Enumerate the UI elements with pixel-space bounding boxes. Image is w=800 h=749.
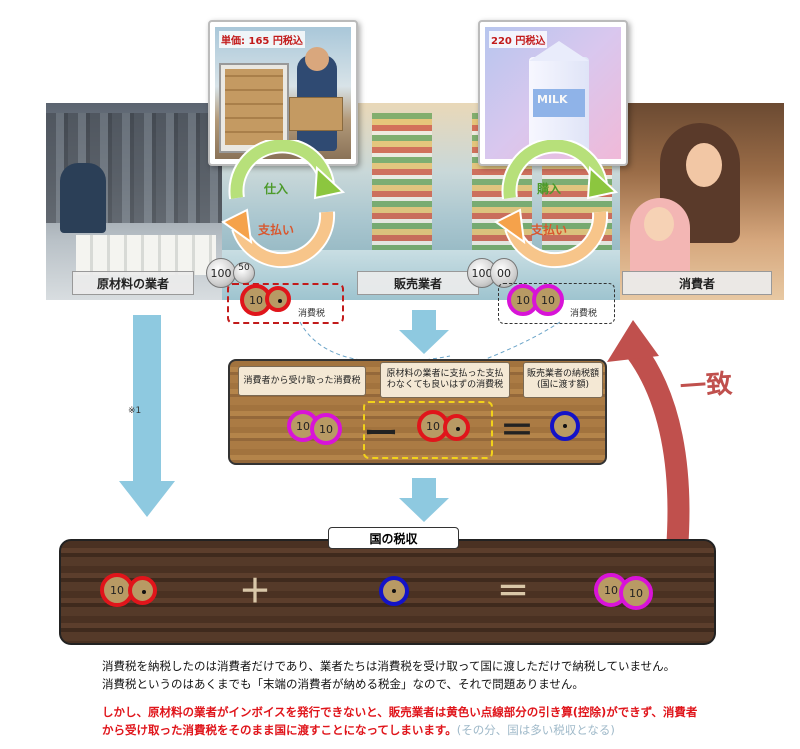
milk-carton-photo: MILK 220 円税込	[485, 27, 621, 159]
cycle-right-top: 購入	[537, 182, 562, 196]
coin-10-mag-top-2: 10	[532, 284, 564, 316]
warn-line-1: しかし、原材料の業者がインボイスを発行できないと、販売業者は黄色い点線部分の引き…	[102, 705, 698, 719]
left-price-label: 単価: 165 円税込	[219, 31, 305, 48]
truck-inset: 単価: 165 円税込	[208, 20, 358, 166]
calc-header-2: 原材料の業者に支払った支払 わなくても良いはずの消費税	[380, 362, 510, 398]
calc-header-3: 販売業者の納税額 (国に渡す額)	[523, 362, 603, 398]
equals-op-bottom: ＝	[497, 572, 530, 610]
blue-arrow-mid-top	[399, 310, 449, 354]
blue-arrow-left	[119, 315, 175, 517]
home-photo	[620, 103, 784, 300]
coin-00-right: 00	[490, 258, 518, 288]
supplier-tax-box	[227, 283, 344, 324]
coin-5-red-bottom	[128, 576, 157, 605]
deduction-box	[363, 401, 493, 459]
label-supplier: 原材料の業者	[72, 271, 194, 295]
icchi-label: 一致	[679, 369, 734, 403]
cycle-left-top: 仕入	[264, 182, 289, 196]
cycle-right-bottom: 支払い	[531, 223, 568, 237]
tax-label-left: 消費税	[298, 309, 326, 319]
coin-50-left: 50	[233, 262, 255, 284]
coin-10-mag-mid-2: 10	[310, 413, 342, 445]
factory-photo	[46, 103, 222, 300]
national-revenue-title: 国の税収	[328, 527, 459, 549]
plus-op: ＋	[239, 572, 272, 610]
warn-note: (その分、国は多い税収となる)	[456, 723, 615, 737]
body-line-2: 消費税というのはあくまでも「末端の消費者が納める税金」なので、それで問題ありませ…	[102, 677, 584, 691]
calc-header-1: 消費者から受け取った消費税	[238, 366, 366, 396]
cycle-left-arrows	[221, 140, 346, 269]
minus-op: ー	[364, 414, 398, 454]
coin-5-red-mid	[443, 414, 470, 441]
truck-photo: 単価: 165 円税込	[215, 27, 351, 159]
milk-inset: MILK 220 円税込	[478, 20, 628, 166]
coin-5-blue-bottom	[379, 576, 409, 606]
body-line-1: 消費税を納税したのは消費者だけであり、業者たちは消費税を受け取って国に渡しただけ…	[102, 659, 676, 673]
coin-10-mag-bottom-2: 10	[619, 576, 653, 610]
cycle-left-bottom: 支払い	[258, 223, 295, 237]
cycle-right-arrows	[494, 140, 619, 269]
coin-5-red-top	[265, 286, 291, 312]
red-match-arrow	[607, 320, 690, 551]
consumer-tax-box	[498, 283, 615, 324]
right-price-label: 220 円税込	[489, 31, 548, 48]
label-seller: 販売業者	[357, 271, 479, 295]
coin-5-blue-mid	[550, 411, 580, 441]
blue-arrow-mid-bottom	[399, 478, 449, 522]
equals-op-mid: ＝	[500, 411, 534, 451]
note-1: ※1	[128, 406, 142, 416]
label-consumer: 消費者	[622, 271, 772, 295]
warn-line-2: から受け取った消費税をそのまま国に渡すことになってしまいます。(その分、国は多い…	[102, 723, 615, 737]
tax-label-right: 消費税	[570, 309, 598, 319]
